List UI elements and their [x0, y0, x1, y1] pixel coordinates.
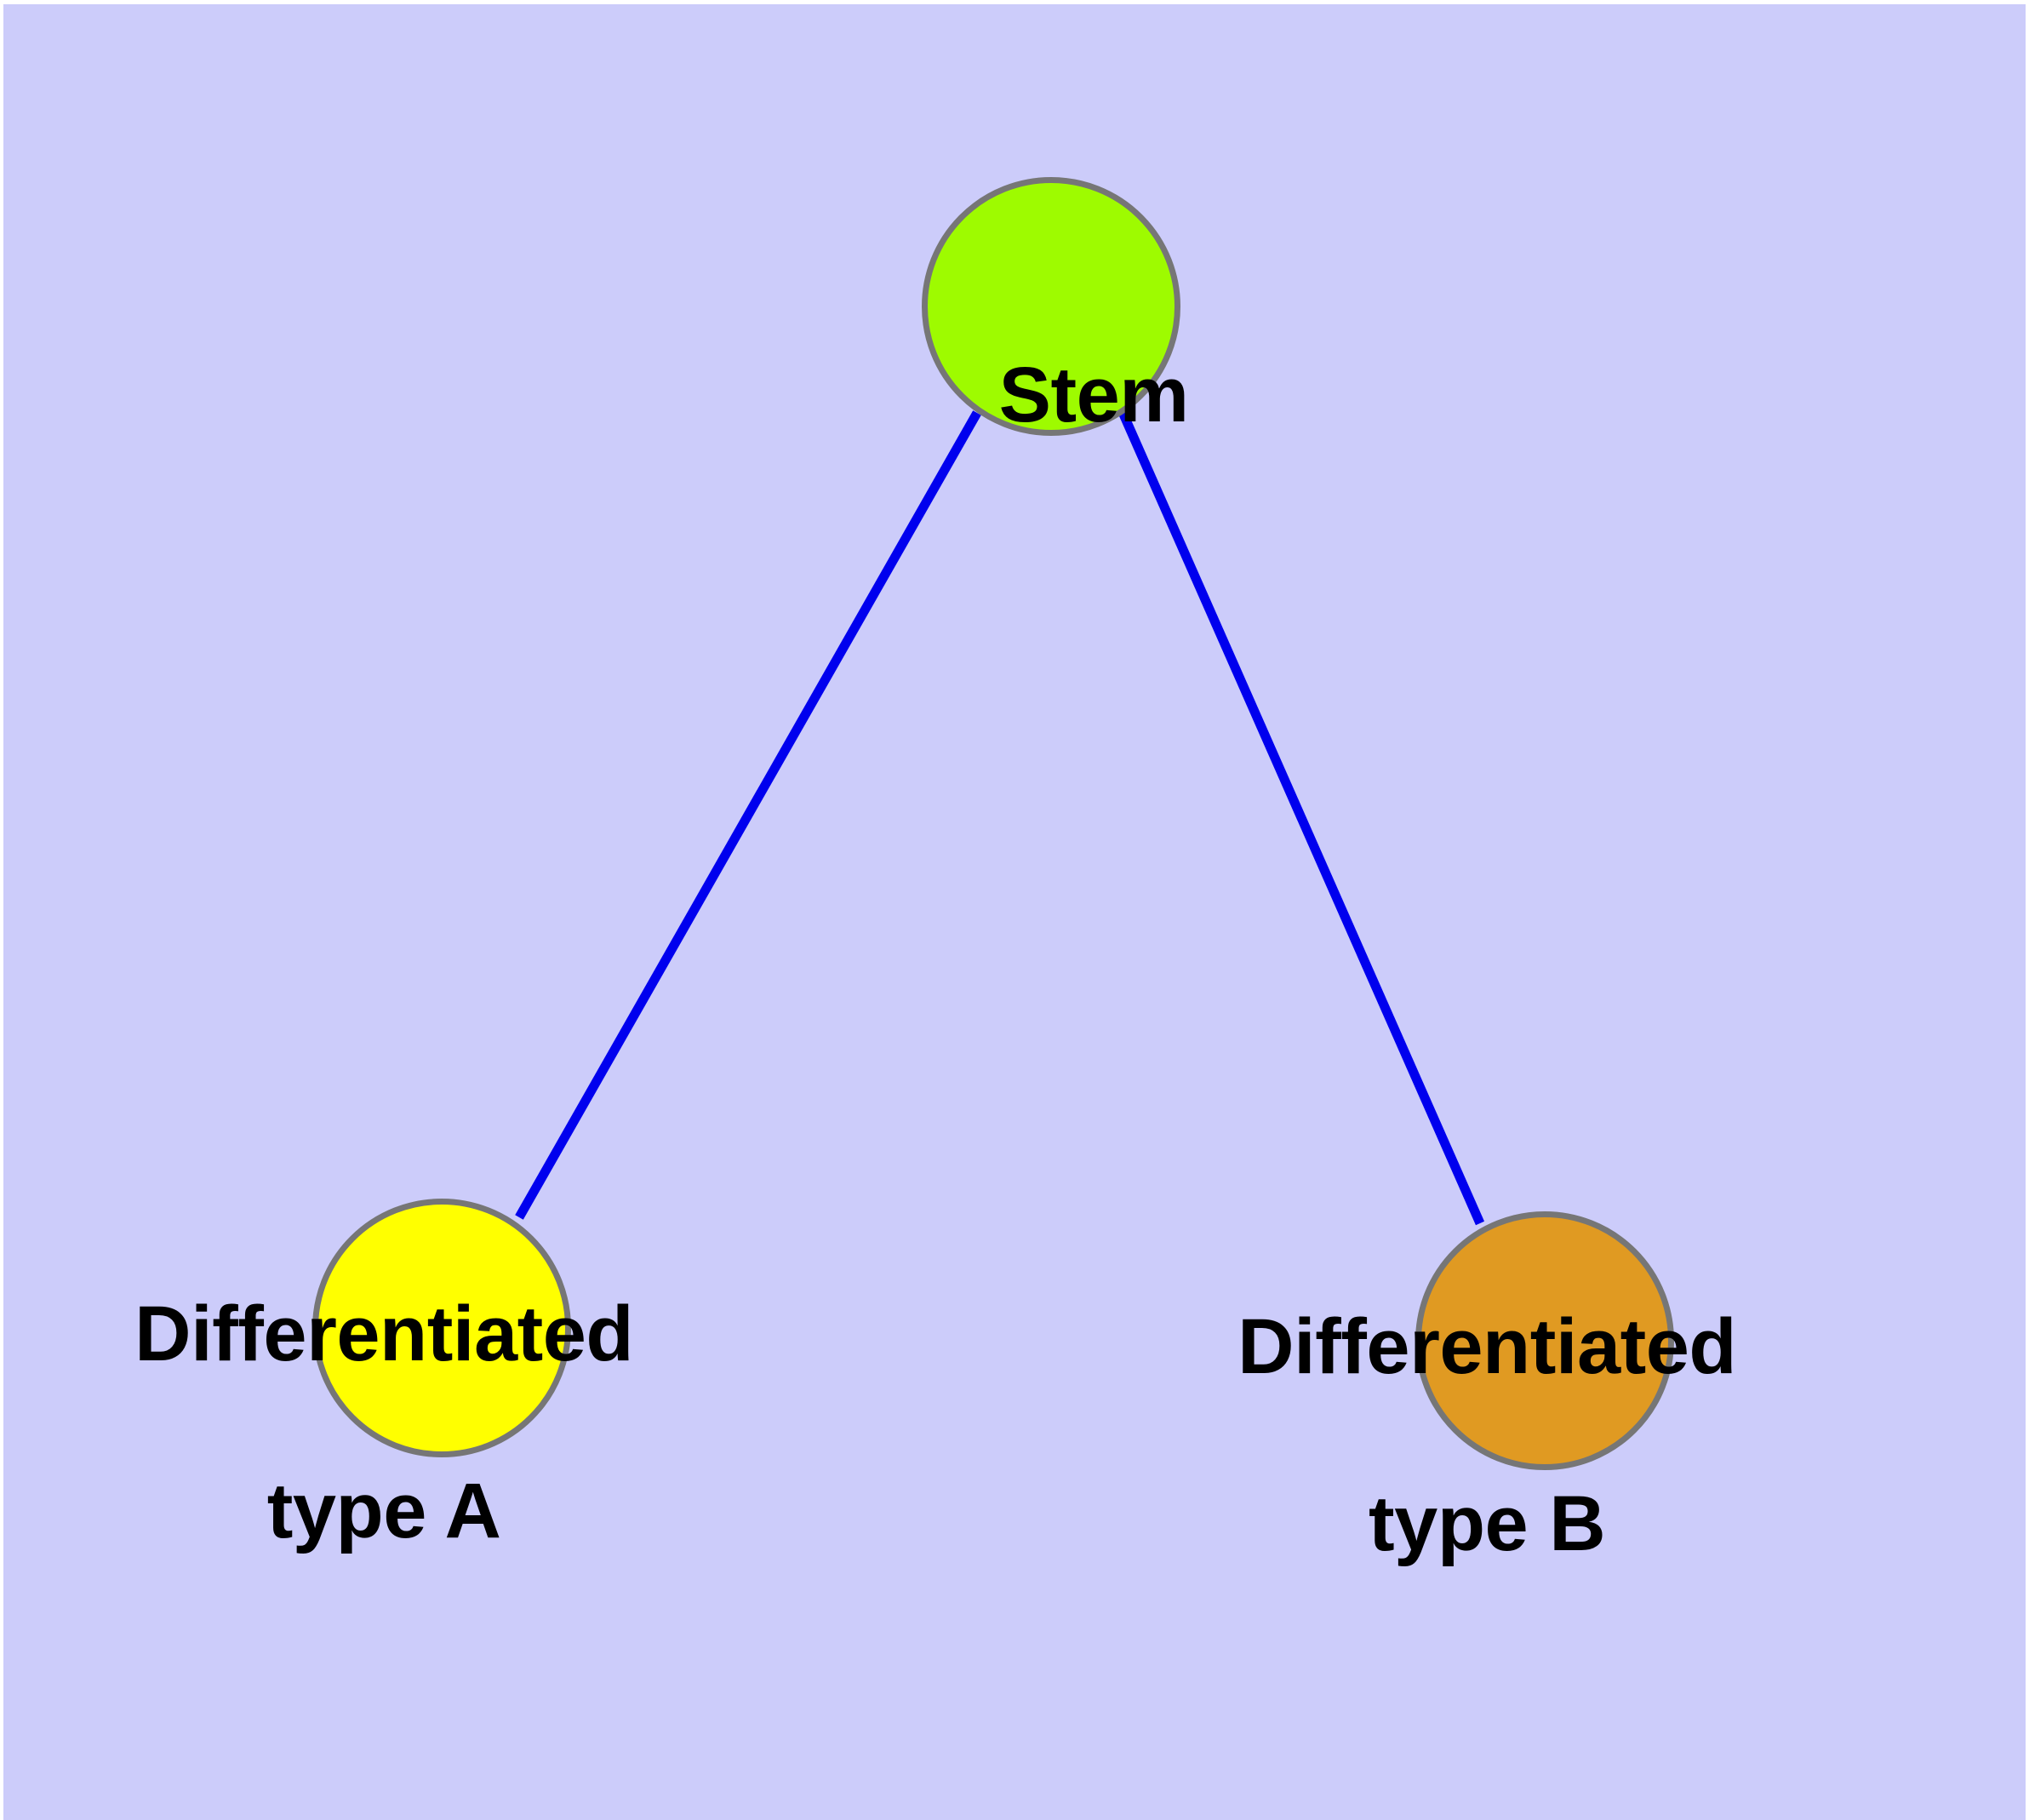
node-stem[interactable] — [922, 177, 1180, 436]
node-differentiated-type-b[interactable] — [1415, 1211, 1674, 1470]
node-differentiated-type-a[interactable] — [312, 1199, 571, 1457]
